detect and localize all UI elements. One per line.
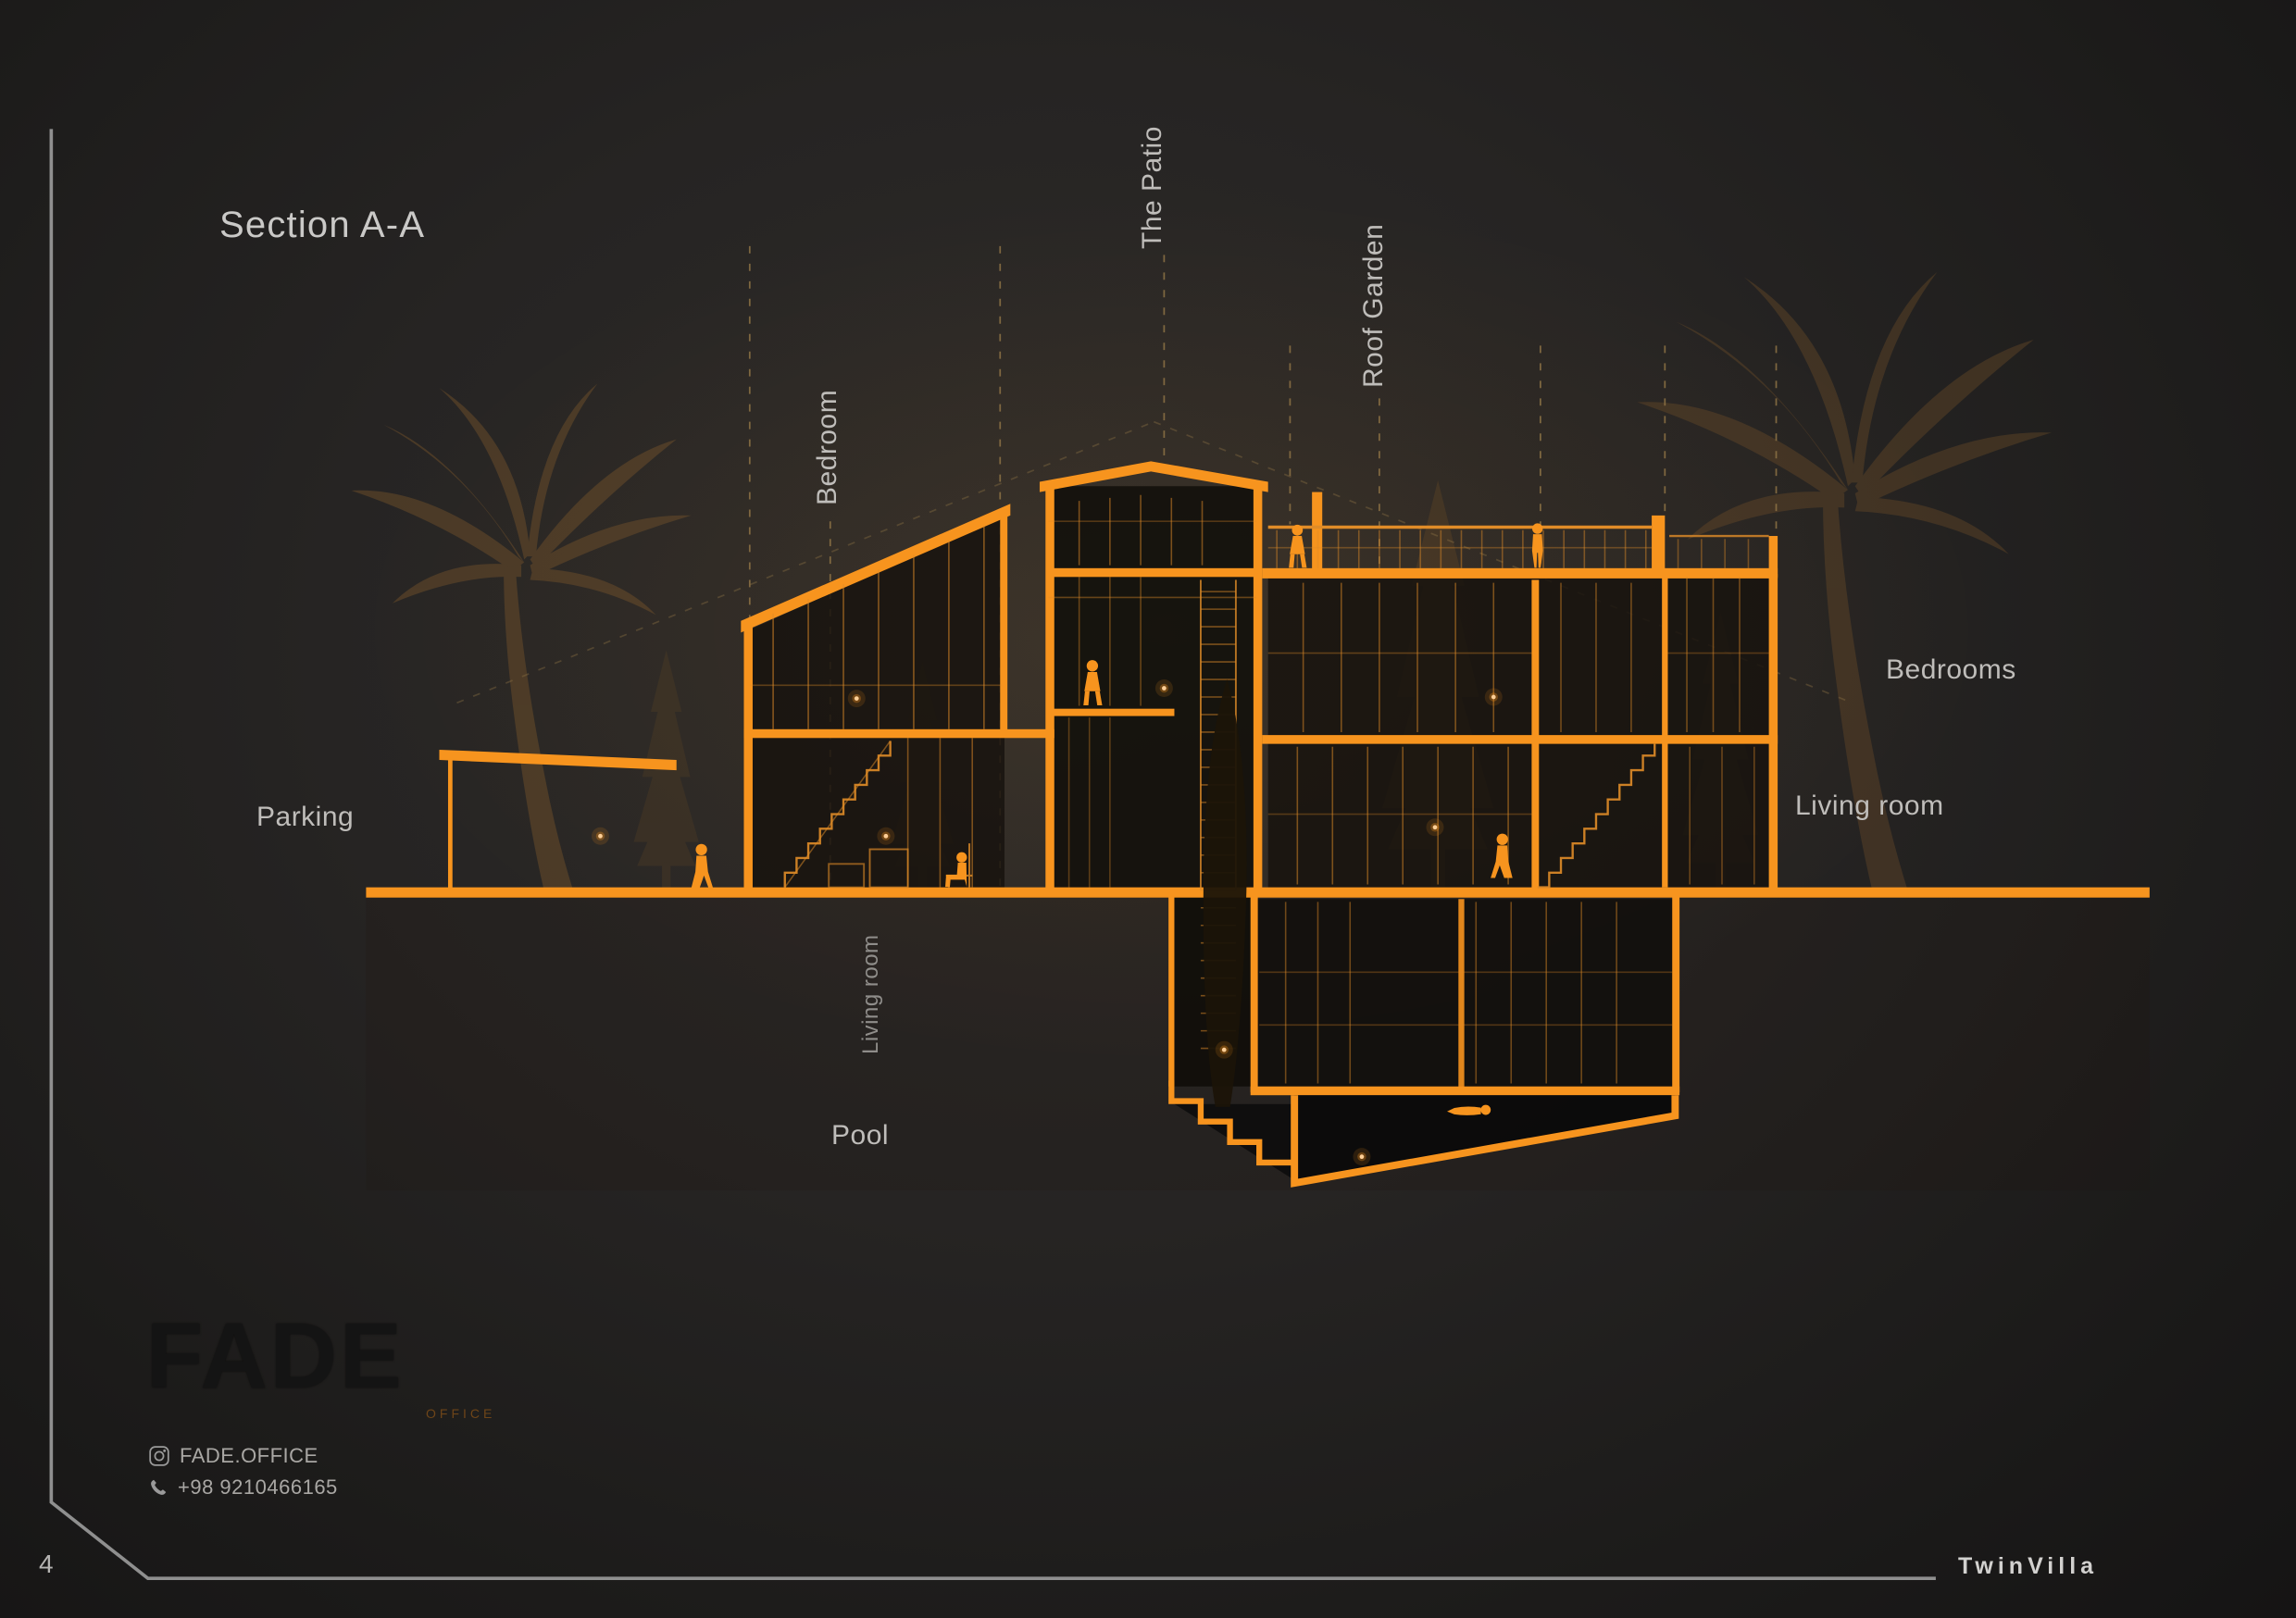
left-block-floor-slab	[743, 728, 1054, 739]
project-name: TwinVilla	[1958, 1553, 2099, 1579]
pool-water	[1294, 1095, 1676, 1184]
right-block-wall	[1768, 574, 1778, 890]
carport-canopy	[439, 749, 677, 771]
left-block-inner-wall	[1000, 509, 1008, 732]
label-living-room-lower: Living room	[858, 934, 883, 1054]
tower-slab	[1048, 567, 1260, 578]
right-parapet	[1768, 536, 1778, 578]
label-roof-garden: Roof Garden	[1358, 223, 1389, 388]
instagram-icon	[149, 1446, 169, 1466]
left-block-wall	[743, 627, 753, 890]
roof-railing	[1276, 529, 1647, 568]
phone-row: +98 9210466165	[148, 1475, 338, 1500]
page-title: Section A-A	[219, 205, 426, 245]
phone-icon	[151, 1479, 167, 1495]
furniture-box	[828, 863, 866, 889]
patio-mid-slab	[1051, 708, 1175, 716]
instagram-row: FADE.OFFICE	[148, 1444, 318, 1468]
right-staircase	[1537, 743, 1656, 889]
instagram-handle: FADE.OFFICE	[180, 1444, 318, 1467]
pool-outline	[1291, 1095, 1679, 1188]
basement-left-wall	[1250, 896, 1258, 1093]
basement-right-wall	[1672, 896, 1680, 1093]
frame-border	[49, 129, 1936, 1580]
roof-upstand	[1312, 492, 1323, 571]
basement-inner-wall	[1458, 899, 1465, 1089]
label-pool: Pool	[831, 1120, 890, 1151]
cypress-tree	[1203, 679, 1247, 1107]
building-interiors	[749, 486, 1769, 1089]
stair-shaft-wall	[1168, 896, 1175, 1087]
fade-logo-subtitle: OFFICE	[426, 1406, 496, 1421]
phone-number: +98 9210466165	[178, 1475, 338, 1499]
tower-roof	[1039, 461, 1268, 492]
fade-logo-text: FADE	[146, 1304, 405, 1408]
pool-steps	[1168, 1080, 1295, 1166]
tower-right-wall	[1253, 483, 1263, 897]
label-parking: Parking	[256, 802, 355, 832]
right-block-inner-wall	[1662, 574, 1668, 888]
people-figures	[691, 523, 1543, 1115]
roof-parapet	[1652, 515, 1666, 571]
furniture-box	[868, 848, 909, 889]
right-block-inner-wall	[1531, 579, 1540, 890]
page-number: 4	[39, 1550, 54, 1578]
label-bedrooms: Bedrooms	[1886, 654, 2016, 685]
label-living-room: Living room	[1795, 790, 1944, 821]
label-bedroom: Bedroom	[812, 389, 842, 505]
tower-left-wall	[1045, 483, 1054, 897]
carport-post	[447, 755, 453, 890]
label-the-patio: The Patio	[1137, 126, 1167, 249]
pool-area	[1168, 1080, 1679, 1188]
right-block-roof-slab	[1262, 567, 1778, 579]
basement-floor-slab	[1250, 1086, 1680, 1096]
fade-logo: FADE OFFICE	[146, 1310, 535, 1449]
right-block-floor-slab	[1262, 735, 1778, 744]
